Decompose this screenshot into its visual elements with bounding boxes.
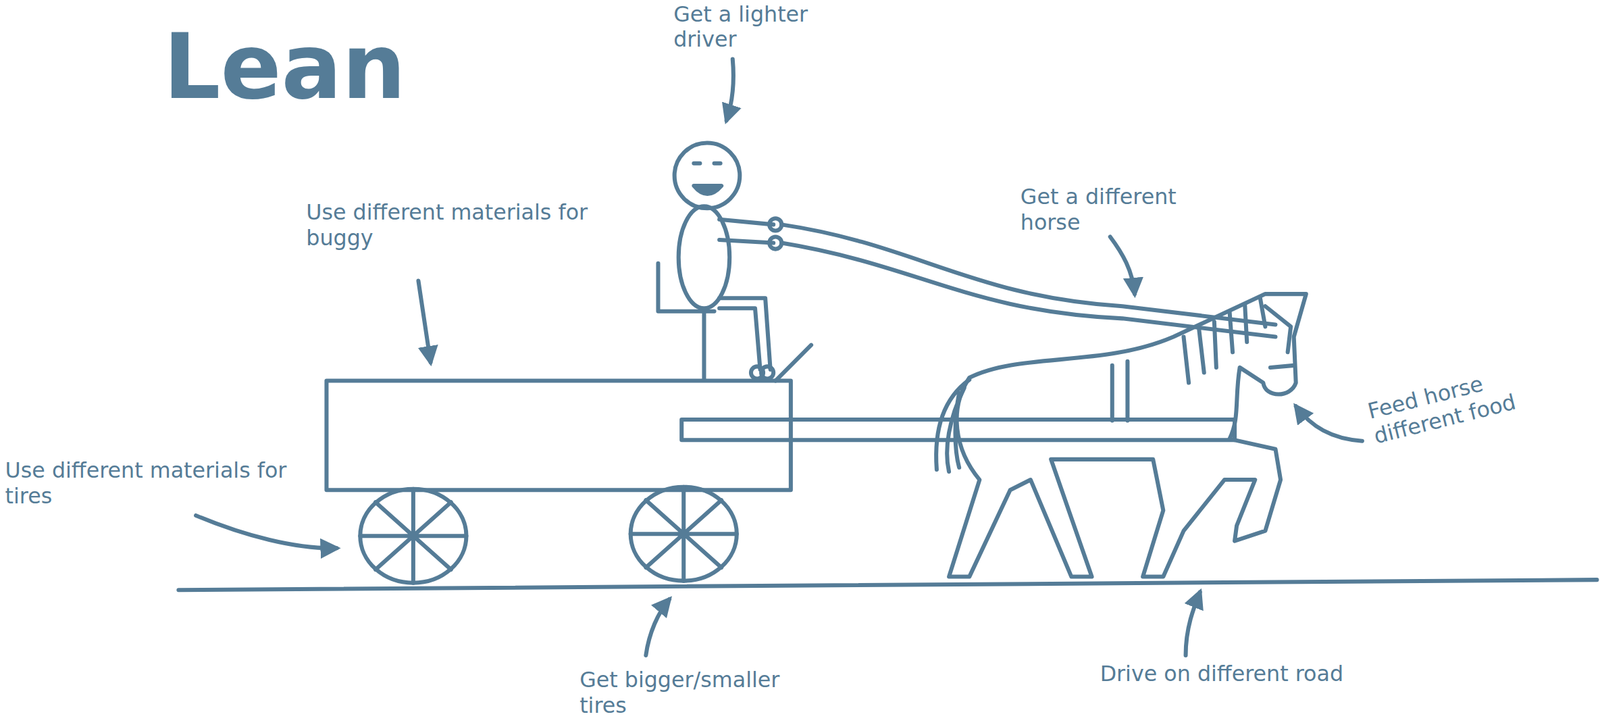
horse bbox=[936, 293, 1307, 577]
ground-line bbox=[178, 579, 1597, 590]
callout-arrow bbox=[1185, 591, 1201, 656]
callout-arrow bbox=[1296, 405, 1363, 441]
buggy-lever bbox=[775, 345, 812, 381]
callout-label: Drive on different road bbox=[1100, 661, 1346, 687]
callout-label: Feed horse different food bbox=[1364, 354, 1561, 450]
callout-arrow bbox=[418, 280, 431, 363]
wheel bbox=[359, 488, 467, 583]
buggy-body bbox=[326, 380, 791, 491]
callout-arrow bbox=[726, 59, 734, 121]
diagram-title: Lean bbox=[163, 18, 406, 117]
callout-label: Use different materials for tires bbox=[5, 457, 312, 510]
wheel bbox=[630, 486, 737, 581]
callout-label: Get a different horse bbox=[1020, 184, 1235, 236]
callout-label: Get bigger/smaller tires bbox=[579, 667, 825, 719]
callout-arrow bbox=[645, 599, 670, 656]
callout-arrow bbox=[195, 515, 337, 548]
callout-label: Use different materials for buggy bbox=[305, 199, 612, 252]
driver-figure bbox=[657, 143, 782, 381]
callout-label: Get a lighter driver bbox=[673, 2, 868, 54]
callout-arrow bbox=[1110, 237, 1135, 295]
